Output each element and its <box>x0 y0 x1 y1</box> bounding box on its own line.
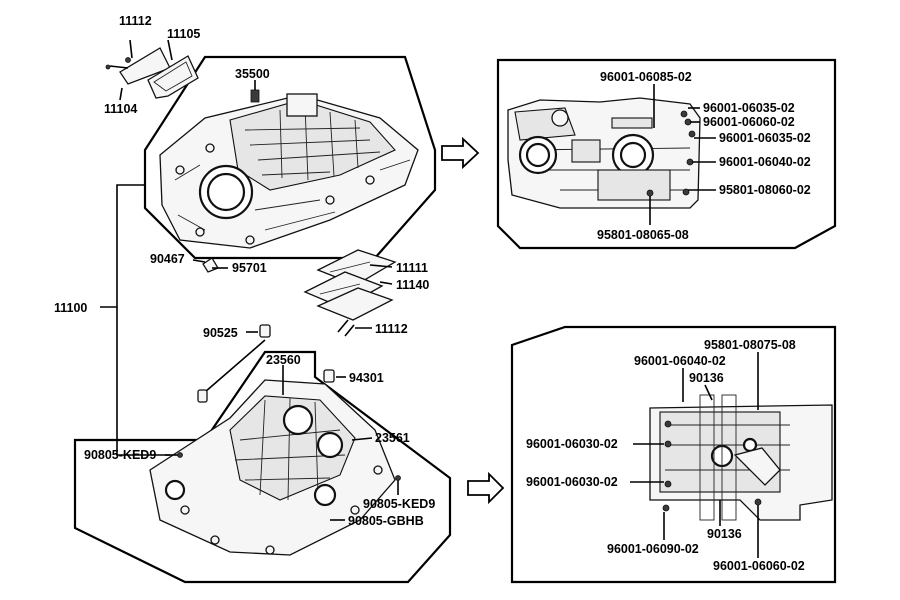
part-label-94301: 94301 <box>349 371 384 385</box>
part-label-96001-06035-02-b: 96001-06035-02 <box>719 131 811 145</box>
part-label-96001-06060-02-b: 96001-06060-02 <box>713 559 805 573</box>
part-label-95801-08060-02: 95801-08060-02 <box>719 183 811 197</box>
part-label-23560: 23560 <box>266 353 301 367</box>
part-label-96001-06060-02-a: 96001-06060-02 <box>703 115 795 129</box>
part-label-96001-06035-02-a: 96001-06035-02 <box>703 101 795 115</box>
part-label-11111: 11111 <box>396 261 428 275</box>
upper-crankcase-part <box>159 80 419 249</box>
part-label-96001-06090-02: 96001-06090-02 <box>607 542 699 556</box>
part-label-11112-mid: 11112 <box>375 322 408 336</box>
dowels-90525-94301 <box>197 324 346 403</box>
part-label-11140: 11140 <box>396 278 429 292</box>
part-label-96001-06040-02-a: 96001-06040-02 <box>719 155 811 169</box>
arrow-to-upper-detail <box>441 136 480 170</box>
part-label-11105: 11105 <box>167 27 200 41</box>
part-label-11100: 11100 <box>54 301 87 315</box>
upper-detail-engine <box>507 84 716 225</box>
part-label-96001-06040-02-b: 96001-06040-02 <box>634 354 726 368</box>
part-label-96001-06085-02: 96001-06085-02 <box>600 70 692 84</box>
part-label-95701: 95701 <box>232 261 267 275</box>
part-label-96001-06030-02-a: 96001-06030-02 <box>526 437 618 451</box>
part-label-35500: 35500 <box>235 67 270 81</box>
part-label-96001-06030-02-b: 96001-06030-02 <box>526 475 618 489</box>
part-label-90136-b: 90136 <box>707 527 742 541</box>
lower-crankcase-part <box>149 365 401 556</box>
part-label-90805-ked9-left: 90805-KED9 <box>84 448 156 462</box>
part-label-90805-gbhb: 90805-GBHB <box>348 514 424 528</box>
part-label-90525: 90525 <box>203 326 238 340</box>
part-label-90805-ked9-right: 90805-KED9 <box>363 497 435 511</box>
part-label-90467: 90467 <box>150 252 185 266</box>
part-label-95801-08075-08: 95801-08075-08 <box>704 338 796 352</box>
group-bracket-line <box>116 184 170 456</box>
dowel-clip-90467-95701 <box>192 257 228 273</box>
part-label-11112-top: 11112 <box>119 14 152 28</box>
part-label-95801-08065-08: 95801-08065-08 <box>597 228 689 242</box>
part-label-23561: 23561 <box>375 431 410 445</box>
part-label-11104: 11104 <box>104 102 137 116</box>
breather-plates-11111-11140 <box>303 249 397 337</box>
lower-detail-engine <box>630 352 833 558</box>
gasket-11104-11105 <box>105 39 199 101</box>
arrow-to-lower-detail <box>467 471 505 505</box>
part-label-90136-a: 90136 <box>689 371 724 385</box>
